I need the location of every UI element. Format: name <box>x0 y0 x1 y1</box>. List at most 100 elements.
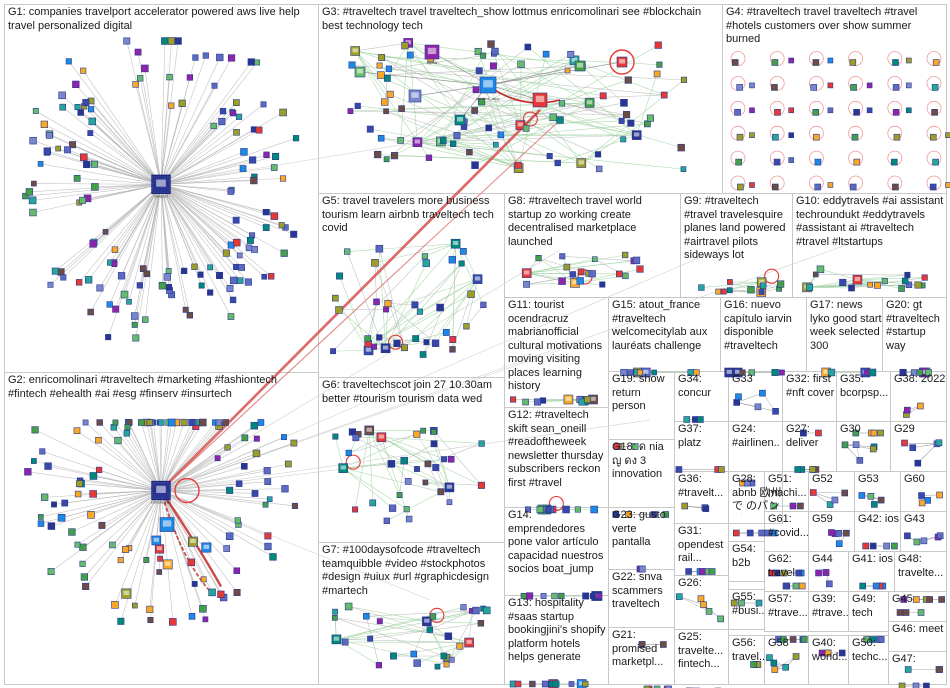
vertex-thumbnail <box>211 82 218 89</box>
vertex-thumbnail <box>105 334 112 341</box>
vertex-thumbnail <box>480 301 487 309</box>
vertex <box>257 419 265 426</box>
vertex-thumbnail <box>147 617 154 624</box>
edge <box>351 64 665 96</box>
vertex-thumbnail-inner <box>452 241 459 246</box>
vertex <box>460 604 467 611</box>
vertex <box>877 429 884 437</box>
vertex-thumbnail <box>773 158 781 166</box>
vertex <box>622 111 631 119</box>
self-loop <box>345 454 361 470</box>
vertex <box>165 284 172 291</box>
edge <box>417 141 470 153</box>
vertex-thumbnail <box>207 289 214 296</box>
vertex-thumbnail <box>181 267 188 275</box>
spoke-edge <box>61 490 162 519</box>
vertex <box>631 443 639 450</box>
vertex-thumbnail <box>235 113 243 120</box>
vertex <box>890 158 898 166</box>
vertex-thumbnail <box>612 511 620 518</box>
vertex <box>430 440 438 448</box>
vertex <box>31 426 39 434</box>
vertex <box>858 492 866 499</box>
vertex <box>146 419 153 426</box>
self-loop <box>548 495 564 512</box>
vertex-thumbnail <box>517 60 525 68</box>
vertex <box>376 62 383 69</box>
vertex-thumbnail <box>562 505 570 514</box>
edge <box>336 610 487 640</box>
spoke-edge <box>160 490 266 505</box>
group-label-g24: G24: #airlinen... #travelte... <box>732 423 780 449</box>
spoke-edge <box>49 135 162 185</box>
vertex-thumbnail <box>771 369 779 376</box>
vertex-thumbnail <box>815 569 822 577</box>
vertex <box>156 569 163 575</box>
vertex <box>234 517 241 524</box>
vertex-thumbnail <box>250 176 258 185</box>
vertex-thumbnail <box>546 152 553 160</box>
vertex <box>89 472 98 480</box>
vertex <box>680 166 687 172</box>
spoke-edge <box>160 184 255 250</box>
vertex-thumbnail <box>613 443 621 450</box>
vertex-thumbnail <box>935 439 943 447</box>
vertex-thumbnail <box>76 480 83 487</box>
vertex <box>755 599 763 607</box>
vertex <box>899 368 907 377</box>
vertex-thumbnail <box>798 582 806 590</box>
vertex <box>856 457 864 464</box>
vertex-thumbnail <box>766 654 773 661</box>
vertex <box>792 653 800 660</box>
vertex <box>208 588 216 597</box>
vertex-thumbnail-inner <box>586 100 593 105</box>
vertex <box>524 506 532 513</box>
vertex-thumbnail <box>466 148 473 156</box>
vertex <box>68 528 76 536</box>
vertex <box>270 164 278 171</box>
vertex-thumbnail <box>267 273 275 280</box>
vertex <box>383 108 389 115</box>
vertex <box>637 369 643 376</box>
group-label-g34: G34: concur groupize <box>678 373 712 399</box>
vertex-thumbnail <box>401 42 409 50</box>
vertex <box>835 540 843 547</box>
vertex <box>454 114 466 126</box>
vertex-thumbnail <box>332 433 339 440</box>
vertex-thumbnail <box>584 396 592 403</box>
vertex <box>599 92 607 100</box>
vertex <box>219 108 227 115</box>
vertex <box>788 132 795 138</box>
vertex <box>252 449 261 458</box>
vertex-thumbnail <box>770 659 778 667</box>
vertex-thumbnail <box>255 126 263 134</box>
vertex-thumbnail <box>31 426 39 434</box>
vertex-thumbnail <box>771 666 779 673</box>
edge <box>520 44 659 126</box>
vertex-thumbnail <box>810 84 818 91</box>
spoke-edge <box>134 490 162 606</box>
inter-group-edge <box>160 249 561 491</box>
vertex <box>788 107 795 114</box>
vertex-thumbnail <box>441 456 448 463</box>
spoke-edge <box>99 184 162 289</box>
spoke-edge <box>82 490 162 565</box>
spoke-edge <box>160 61 252 185</box>
edge <box>487 61 623 86</box>
vertex <box>264 478 272 486</box>
vertex <box>210 122 217 130</box>
vertex <box>874 281 881 289</box>
vertex <box>131 312 139 320</box>
vertex-thumbnail <box>397 137 404 144</box>
edge <box>429 610 472 630</box>
vertex <box>869 542 877 550</box>
vertex <box>123 37 131 45</box>
edge <box>355 50 480 72</box>
spoke-edge <box>144 68 162 185</box>
group-label-g49: G49: tech travel <box>852 593 876 619</box>
vertex-thumbnail <box>863 636 870 643</box>
vertex <box>89 240 97 248</box>
vertex-thumbnail <box>354 102 361 109</box>
vertex-thumbnail <box>191 263 198 270</box>
vertex-thumbnail <box>556 116 564 124</box>
